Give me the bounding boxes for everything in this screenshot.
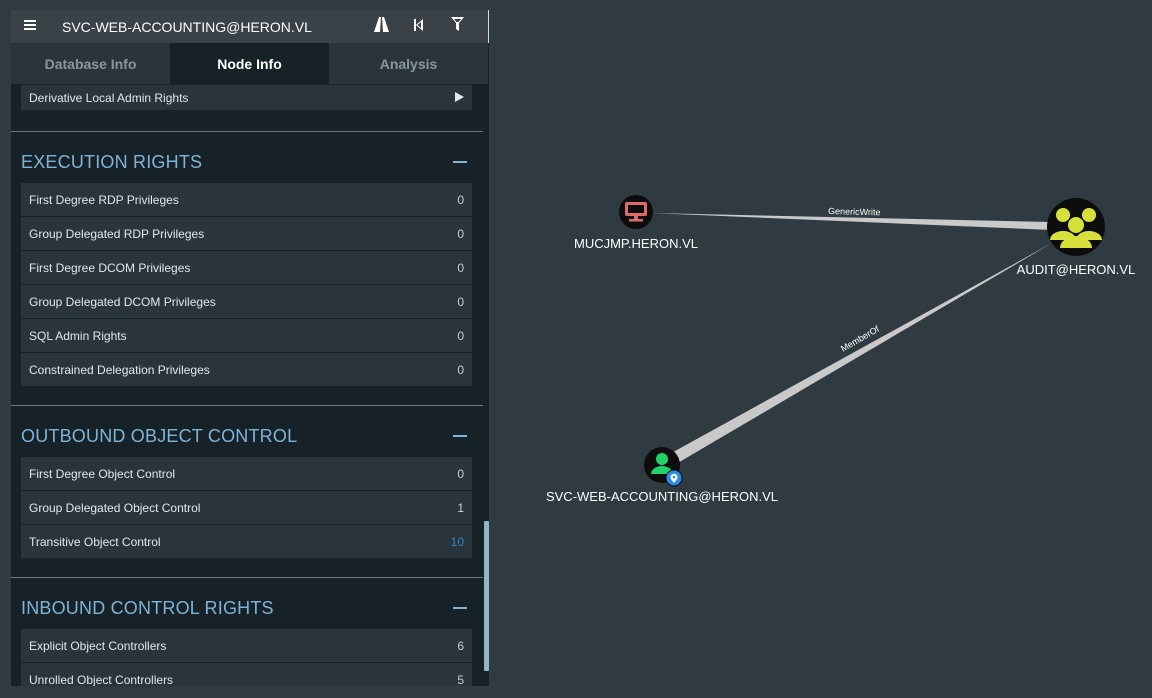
row-label: Group Delegated Object Control [29,500,201,515]
skip-back-icon [414,18,424,36]
node-computer-label: MUCJMP.HERON.VL [574,236,698,251]
row-group-delegated-dcom[interactable]: Group Delegated DCOM Privileges 0 [21,285,472,318]
section-title-execution-rights[interactable]: EXECUTION RIGHTS [21,152,203,172]
row-label: First Degree Object Control [29,466,176,481]
search-input[interactable] [49,18,362,35]
row-value: 0 [457,466,464,481]
node-computer[interactable] [619,195,653,229]
computer-icon [625,202,647,222]
row-first-degree-object-control[interactable]: First Degree Object Control 0 [21,457,472,490]
panel-content: Derivative Local Admin Rights EXECUTION … [11,84,483,686]
row-value: 5 [457,672,464,687]
expand-arrow-icon[interactable] [455,91,472,105]
tab-node-info[interactable]: Node Info [170,43,329,84]
row-constrained-delegation[interactable]: Constrained Delegation Privileges 0 [21,353,472,386]
row-value: 6 [457,638,464,653]
row-group-delegated-object-control[interactable]: Group Delegated Object Control 1 [21,491,472,524]
row-transitive-object-control[interactable]: Transitive Object Control 10 [21,525,472,558]
row-value: 0 [457,362,464,377]
start-node-marker-icon [665,469,683,487]
section-divider [11,131,483,132]
group-icon [1050,208,1102,248]
row-first-degree-dcom[interactable]: First Degree DCOM Privileges 0 [21,251,472,284]
section-divider [11,577,483,578]
road-icon [373,16,389,37]
collapse-execution-icon[interactable] [453,161,467,163]
row-group-delegated-rdp[interactable]: Group Delegated RDP Privileges 0 [21,217,472,250]
back-button[interactable] [400,10,438,43]
row-value: 0 [457,260,464,275]
row-explicit-object-controllers[interactable]: Explicit Object Controllers 6 [21,629,472,662]
panel-tabs: Database Info Node Info Analysis [11,43,488,84]
row-label: First Degree RDP Privileges [29,192,179,207]
panel-scrollbar[interactable] [484,521,489,671]
row-label: Group Delegated RDP Privileges [29,226,205,241]
row-value: 0 [457,226,464,241]
row-value: 0 [457,192,464,207]
row-label: Constrained Delegation Privileges [29,362,210,377]
filter-button[interactable] [438,10,476,43]
row-value: 0 [457,328,464,343]
edge-memberof[interactable] [666,243,1052,464]
section-divider [11,405,483,406]
section-title-outbound-control[interactable]: OUTBOUND OBJECT CONTROL [21,426,298,446]
node-group-label: AUDIT@HERON.VL [1017,262,1136,277]
row-unrolled-object-controllers[interactable]: Unrolled Object Controllers 5 [21,663,472,686]
row-value: 1 [457,500,464,515]
hamburger-icon [24,18,36,36]
search-bar [11,10,489,43]
collapse-inbound-icon[interactable] [453,607,467,609]
row-first-degree-rdp[interactable]: First Degree RDP Privileges 0 [21,183,472,216]
row-label: Transitive Object Control [29,534,161,549]
row-derivative-local-admin[interactable]: Derivative Local Admin Rights [21,85,472,110]
row-label: Group Delegated DCOM Privileges [29,294,216,309]
node-user-label: SVC-WEB-ACCOUNTING@HERON.VL [546,489,778,504]
edge-genericwrite[interactable] [650,213,1052,230]
row-label: SQL Admin Rights [29,328,127,343]
user-icon [651,453,673,474]
filter-icon [450,17,464,36]
edge-genericwrite-label: GenericWrite [828,206,881,217]
row-value-link[interactable]: 10 [450,534,464,549]
row-label: First Degree DCOM Privileges [29,260,191,275]
collapse-outbound-icon[interactable] [453,435,467,437]
node-info-panel: Database Info Node Info Analysis Derivat… [11,10,489,686]
node-user[interactable] [644,447,683,487]
row-label: Explicit Object Controllers [29,638,167,653]
section-title-inbound-control[interactable]: INBOUND CONTROL RIGHTS [21,598,274,618]
pathfinding-button[interactable] [362,10,400,43]
row-label: Unrolled Object Controllers [29,672,174,687]
tab-database-info[interactable]: Database Info [44,55,137,72]
row-sql-admin[interactable]: SQL Admin Rights 0 [21,319,472,352]
tab-analysis[interactable]: Analysis [379,55,438,72]
node-group[interactable] [1047,198,1105,256]
menu-button[interactable] [11,10,49,43]
row-value: 0 [457,294,464,309]
row-label: Derivative Local Admin Rights [29,90,189,105]
